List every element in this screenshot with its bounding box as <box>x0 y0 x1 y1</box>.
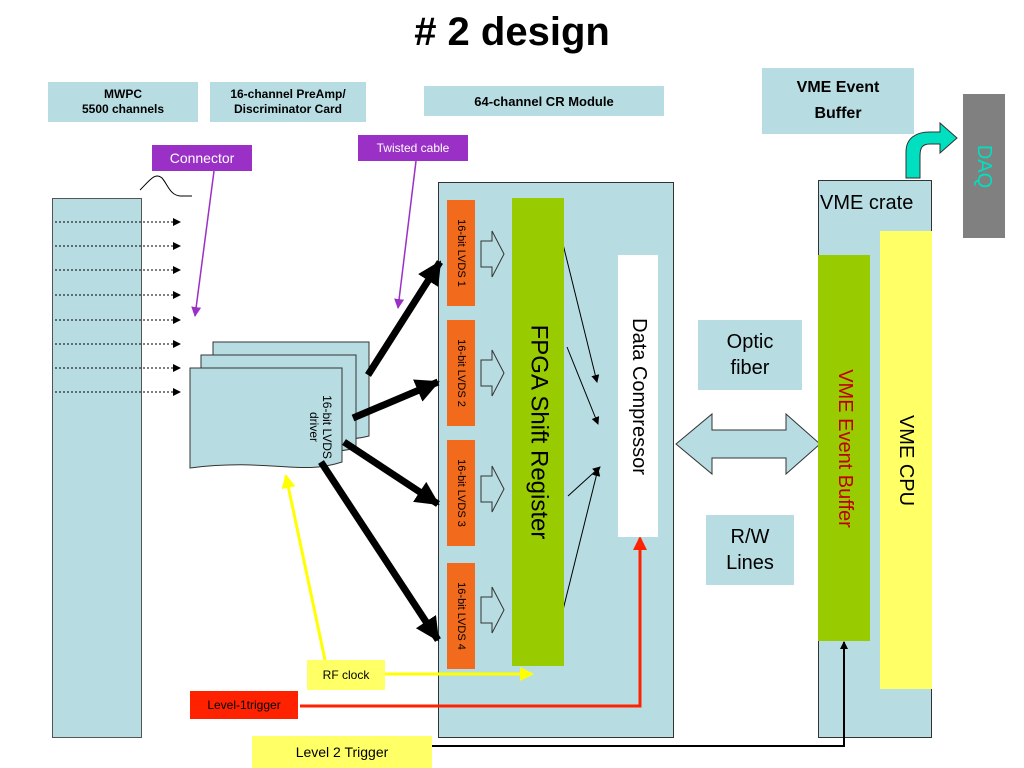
daq-box <box>963 94 1005 238</box>
lvds-block-4-label: 16-bit LVDS 4 <box>455 582 468 650</box>
lvds-driver-label: 16-bit LVDS driver <box>290 395 350 459</box>
optic-fiber-label: Optic fiber <box>698 320 802 390</box>
page-title: # 2 design <box>414 10 610 54</box>
lvds-block-3: 16-bit LVDS 3 <box>447 440 475 546</box>
level1-trigger-line <box>300 536 647 708</box>
twisted-cable-label: Twisted cable <box>358 135 468 161</box>
rw-lines-line2: Lines <box>726 552 774 574</box>
driver-to-lvds-arrows <box>318 260 443 642</box>
fpga-to-compressor-arrows <box>559 231 601 615</box>
channel-lines <box>55 218 181 396</box>
mwpc-bar <box>52 198 142 738</box>
fpga-shift-register: FPGA Shift Register <box>512 198 564 666</box>
vme-cpu: VME CPU <box>880 231 932 689</box>
level1-trigger-label: Level-1trigger <box>190 691 298 719</box>
lvds-block-1-label: 16-bit LVDS 1 <box>455 219 468 287</box>
connector-squiggle <box>139 175 192 197</box>
lvds-to-fpga-bus-arrows <box>480 230 505 634</box>
lvds-block-4: 16-bit LVDS 4 <box>447 563 475 669</box>
preamp-card-stack <box>189 341 370 469</box>
vme-crate-label: VME crate <box>820 192 914 214</box>
optic-fiber-double-arrow <box>675 412 821 476</box>
preamp-label-line2: Discriminator Card <box>233 102 343 116</box>
to-daq-arrow <box>905 121 958 179</box>
fpga-shift-register-label: FPGA Shift Register <box>525 324 552 540</box>
vme-event-buffer-top-line1: VME Event <box>796 79 880 96</box>
vme-event-buffer-label: VME Event Buffer <box>833 368 856 528</box>
rf-clock-label: RF clock <box>307 660 385 690</box>
vme-event-buffer: VME Event Buffer <box>818 255 870 641</box>
lvds-block-2: 16-bit LVDS 2 <box>447 320 475 426</box>
vme-cpu-label: VME CPU <box>895 414 918 506</box>
vme-event-buffer-top-line2: Buffer <box>814 105 862 122</box>
mwpc-label: MWPC 5500 channels <box>48 82 198 122</box>
preamp-label-line1: 16-channel PreAmp/ <box>230 87 346 101</box>
optic-fiber-line1: Optic <box>726 331 774 353</box>
optic-fiber-line2: fiber <box>730 357 770 379</box>
rf-clock-to-driver-line <box>281 474 327 661</box>
connector-label: Connector <box>152 145 252 171</box>
lvds-driver-line1: 16-bit LVDS <box>320 395 334 459</box>
level2-trigger-label-text: Level 2 Trigger <box>295 744 389 760</box>
level2-trigger-label: Level 2 Trigger <box>252 736 432 768</box>
lvds-block-1: 16-bit LVDS 1 <box>447 200 475 306</box>
lvds-driver-line2: driver <box>307 411 321 442</box>
mwpc-label-line2: 5500 channels <box>81 102 165 116</box>
connector-label-text: Connector <box>169 150 235 166</box>
preamp-label: 16-channel PreAmp/ Discriminator Card <box>210 82 366 122</box>
lvds-block-2-label: 16-bit LVDS 2 <box>455 339 468 407</box>
mwpc-label-line1: MWPC <box>104 87 142 101</box>
level2-trigger-line <box>432 641 848 747</box>
data-compressor-label: Data Compressor <box>627 317 650 475</box>
rw-lines-label: R/W Lines <box>706 515 794 585</box>
lvds-block-3-label: 16-bit LVDS 3 <box>455 459 468 527</box>
vme-event-buffer-top-label: VME Event Buffer <box>762 68 914 134</box>
twisted-cable-label-text: Twisted cable <box>376 141 450 155</box>
data-compressor: Data Compressor <box>618 255 658 537</box>
cr-module-label-text: 64-channel CR Module <box>474 93 614 109</box>
rw-lines-line1: R/W <box>730 526 770 548</box>
cr-module-label: 64-channel CR Module <box>424 86 664 116</box>
level1-trigger-label-text: Level-1trigger <box>207 698 281 712</box>
rf-clock-label-text: RF clock <box>322 668 370 682</box>
